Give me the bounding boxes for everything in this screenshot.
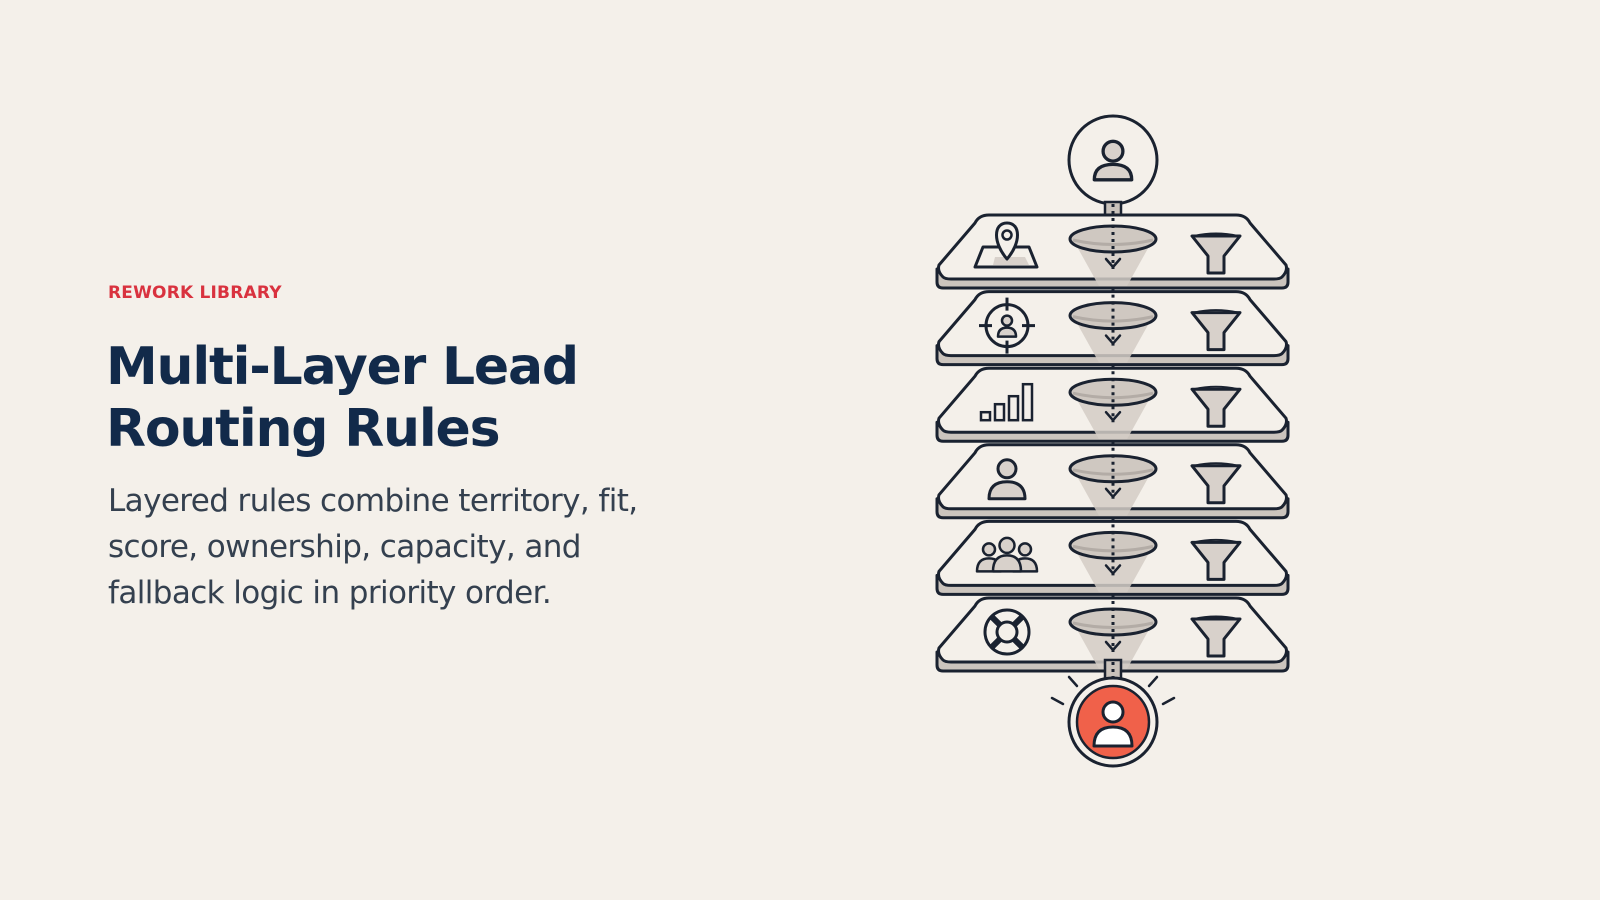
lifebuoy-icon xyxy=(983,608,1031,656)
team-icon xyxy=(975,536,1039,573)
rule-layer-ownership xyxy=(935,440,1290,520)
down-arrow-icon xyxy=(1104,410,1122,422)
down-arrow-icon xyxy=(1104,487,1122,499)
person-icon xyxy=(987,458,1027,501)
input-person-node xyxy=(1067,114,1159,206)
down-arrow-icon xyxy=(1104,257,1122,269)
subtitle-line-3: fallback logic in priority order. xyxy=(108,575,552,611)
routing-layers-diagram xyxy=(935,114,1290,768)
target-person-icon xyxy=(979,297,1035,354)
eyebrow-label: REWORK LIBRARY xyxy=(108,283,282,303)
rule-layer-capacity xyxy=(935,517,1290,596)
rule-layer-fit xyxy=(935,287,1290,367)
page-title-line-2: Routing Rules xyxy=(106,399,501,459)
subtitle-line-1: Layered rules combine territory, fit, xyxy=(108,483,638,519)
down-arrow-icon xyxy=(1104,334,1122,345)
map-pin-icon xyxy=(973,221,1039,269)
page-title: Multi-Layer Lead Routing Rules xyxy=(106,336,666,460)
rule-layers xyxy=(935,211,1290,673)
routed-owner-node xyxy=(1050,675,1176,768)
highlight-rays xyxy=(1050,675,1176,706)
down-arrow-icon xyxy=(1104,640,1122,652)
page-subtitle: Layered rules combine territory, fit, sc… xyxy=(108,478,728,616)
rule-layer-fallback xyxy=(935,594,1290,673)
subtitle-line-2: score, ownership, capacity, and xyxy=(108,529,581,565)
person-highlight-icon xyxy=(1092,700,1134,748)
down-arrow-icon xyxy=(1104,564,1122,575)
rule-layer-score xyxy=(935,364,1290,443)
page-title-line-1: Multi-Layer Lead xyxy=(106,337,579,397)
bar-chart-icon xyxy=(979,382,1034,422)
rule-layer-territory xyxy=(935,211,1290,290)
